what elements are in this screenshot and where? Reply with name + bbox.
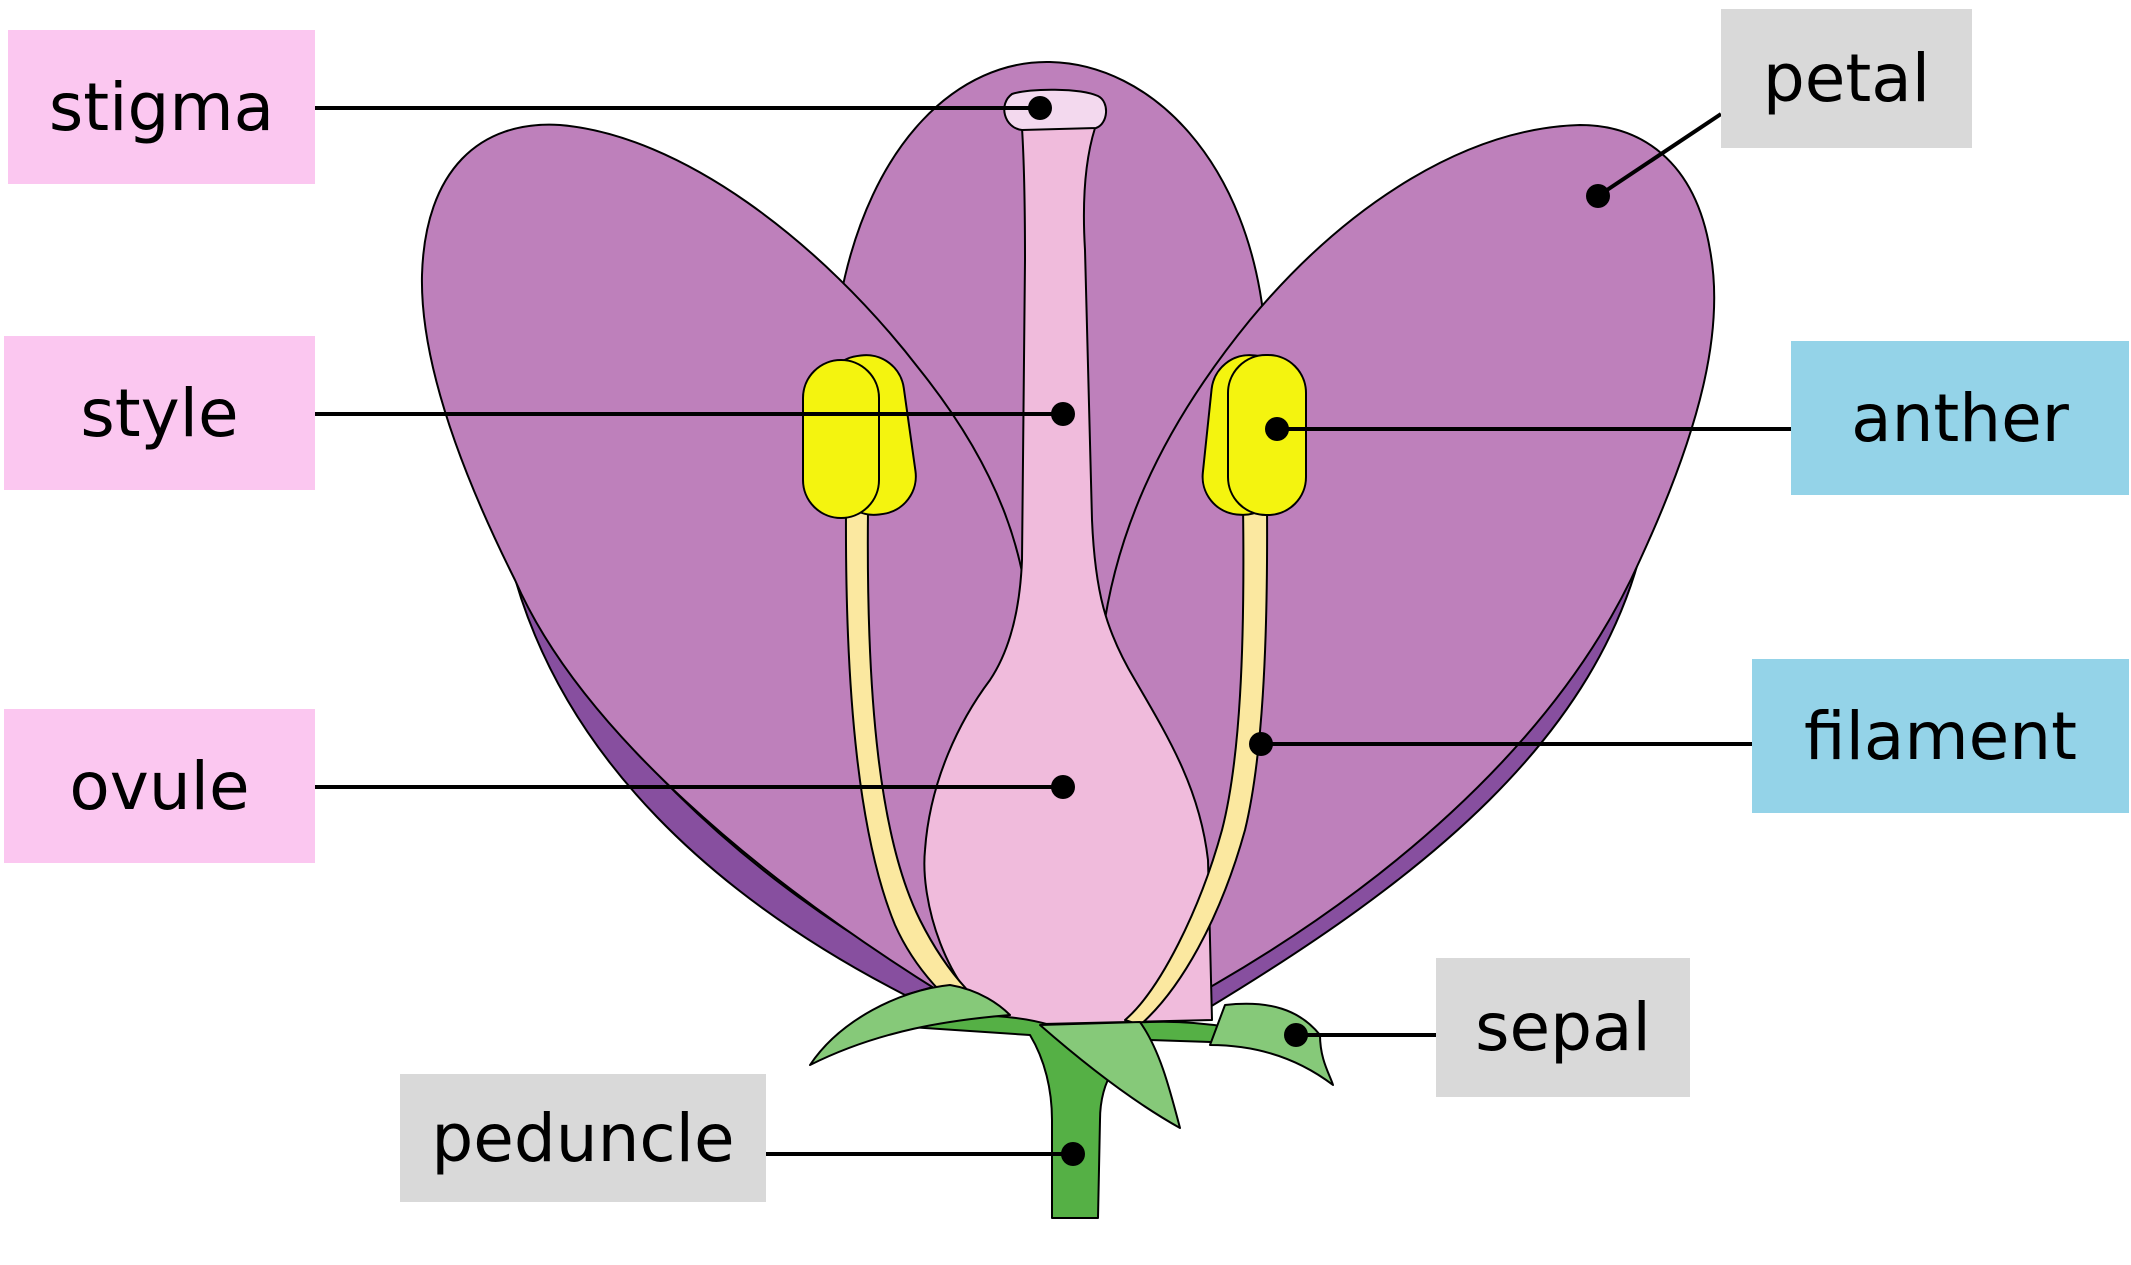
stigma-label: stigma — [8, 30, 315, 184]
front-sepal — [1039, 1021, 1181, 1129]
petal-label: petal — [1721, 9, 1972, 148]
ovule-dot — [1051, 775, 1075, 799]
ovule-label: ovule — [4, 709, 315, 863]
right-petal — [1099, 124, 1716, 1021]
left-anther-front — [802, 359, 880, 519]
right-sepal — [1209, 1002, 1334, 1086]
stigma-shape — [1003, 88, 1107, 131]
left-sepal — [809, 984, 1011, 1066]
petal-dot — [1586, 184, 1610, 208]
anther-dot — [1265, 417, 1289, 441]
petal-leader — [1596, 112, 1723, 198]
peduncle-label: peduncle — [400, 1074, 766, 1202]
style-dot — [1051, 402, 1075, 426]
stigma-dot — [1028, 96, 1052, 120]
peduncle-dot — [1061, 1142, 1085, 1166]
sepal-label: sepal — [1436, 958, 1690, 1097]
anther-label: anther — [1791, 341, 2129, 495]
sepal-dot — [1284, 1023, 1308, 1047]
filament-dot — [1249, 732, 1273, 756]
style-label: style — [4, 336, 315, 490]
filament-label: filament — [1752, 659, 2129, 813]
